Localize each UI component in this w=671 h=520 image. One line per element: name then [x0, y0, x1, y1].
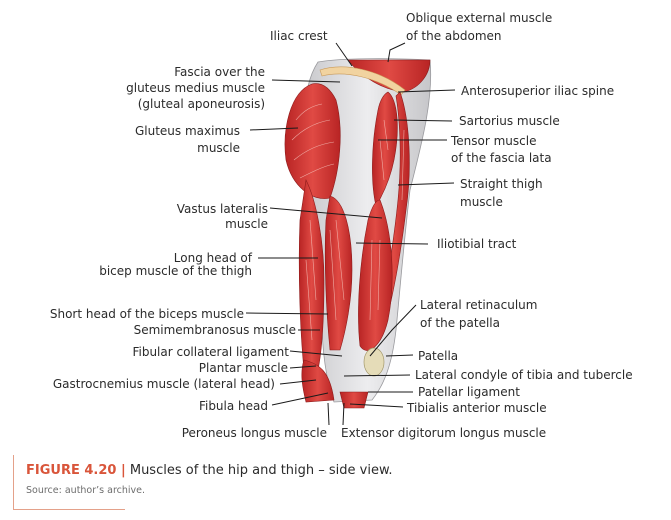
figure-caption: FIGURE 4.20 | Muscles of the hip and thi… [26, 463, 393, 478]
label-iliotibial: Iliotibial tract [437, 237, 517, 251]
label-patella: Patella [418, 349, 458, 363]
figure-source: Source: author’s archive. [26, 485, 145, 496]
patella-shape [364, 348, 384, 376]
caption-accent-line [13, 455, 14, 510]
label-fibular-ligament: Fibular collateral ligament [132, 345, 289, 359]
label-retinaculum-line1: Lateral retinaculum [420, 298, 537, 312]
label-oblique-line1: Oblique external muscle [406, 11, 552, 25]
label-gluteus-line1: Gluteus maximus [135, 124, 240, 138]
label-tibialis: Tibialis anterior muscle [406, 401, 547, 415]
label-longhead-line2: bicep muscle of the thigh [99, 264, 252, 278]
figure-caption-text: Muscles of the hip and thigh – side view… [126, 463, 393, 478]
label-gluteus-line2: muscle [197, 141, 240, 155]
label-retinaculum-line2: of the patella [420, 316, 500, 330]
label-fibula-head: Fibula head [199, 399, 268, 413]
label-short-head: Short head of the biceps muscle [50, 307, 244, 321]
label-fascia-line1: Fascia over the [174, 65, 265, 79]
label-vastus-line1: Vastus lateralis [177, 202, 268, 216]
label-straight-line1: Straight thigh [460, 177, 543, 191]
label-vastus-line2: muscle [225, 217, 268, 231]
label-fascia-line3: (gluteal aponeurosis) [138, 97, 265, 111]
label-anterosuperior: Anterosuperior iliac spine [461, 84, 614, 98]
label-lateral-condyle: Lateral condyle of tibia and tubercle [415, 368, 633, 382]
label-plantar: Plantar muscle [199, 361, 288, 375]
label-peroneus: Peroneus longus muscle [182, 426, 327, 440]
label-straight-line2: muscle [460, 195, 503, 209]
label-tensor-line2: of the fascia lata [451, 151, 552, 165]
label-tensor-line1: Tensor muscle [450, 134, 536, 148]
label-extensor: Extensor digitorum longus muscle [341, 426, 546, 440]
label-longhead-line1: Long head of [174, 251, 253, 265]
label-sartorius: Sartorius muscle [459, 114, 560, 128]
label-semimembranosus: Semimembranosus muscle [134, 323, 296, 337]
label-patellar-ligament: Patellar ligament [418, 385, 520, 399]
label-iliac-crest: Iliac crest [270, 29, 328, 43]
label-oblique-line2: of the abdomen [406, 29, 502, 43]
label-gastrocnemius: Gastrocnemius muscle (lateral head) [53, 377, 275, 391]
caption-underline [13, 509, 125, 510]
thigh-muscle-diagram: Iliac crest Oblique external muscle of t… [0, 0, 671, 450]
gluteus-maximus-shape [285, 84, 340, 199]
figure-number: FIGURE 4.20 | [26, 463, 126, 478]
label-fascia-line2: gluteus medius muscle [126, 81, 265, 95]
